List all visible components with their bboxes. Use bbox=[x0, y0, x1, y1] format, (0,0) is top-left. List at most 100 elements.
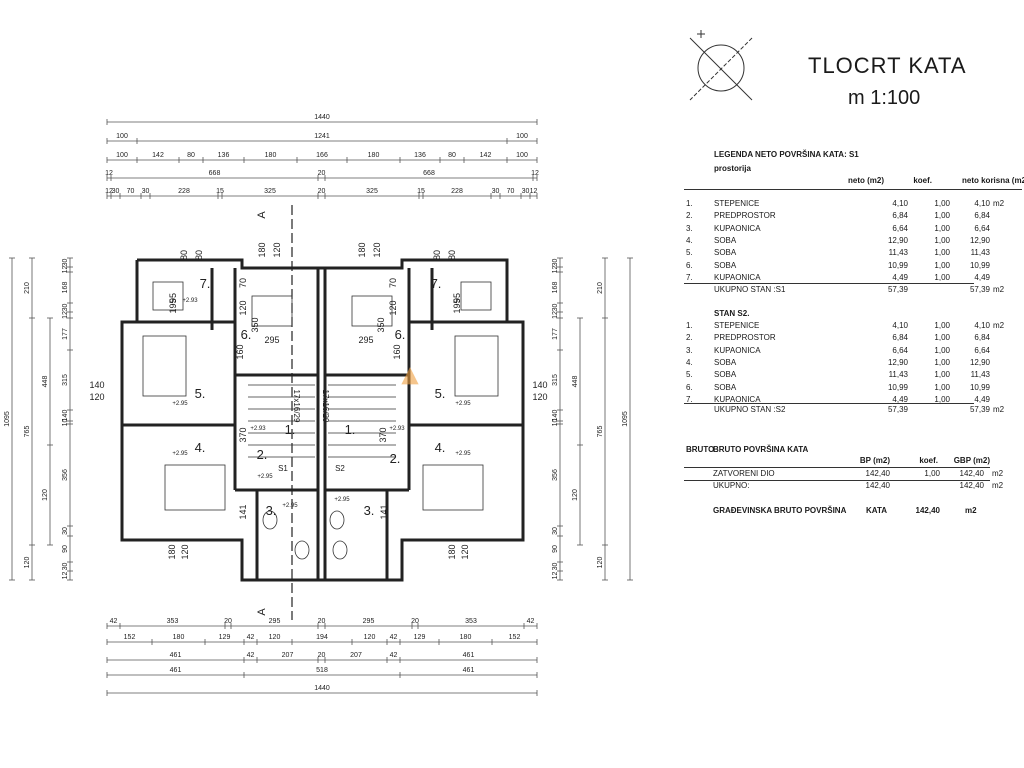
dim-side: 177 bbox=[552, 328, 559, 340]
s2-total-nk: 57,39 bbox=[969, 405, 990, 414]
dim-top: 325 bbox=[366, 188, 378, 195]
level-mark: +2.93 bbox=[182, 298, 198, 304]
room-neto: 6,84 bbox=[892, 211, 908, 221]
room-neto-korisna: 6,84 bbox=[974, 333, 990, 343]
dim-bottom: 20 bbox=[224, 618, 232, 625]
room-unit: m2 bbox=[993, 199, 1005, 208]
room-neto: 6,84 bbox=[892, 333, 908, 343]
dim-top: 180 bbox=[265, 152, 277, 159]
opening-dimension: 370 bbox=[238, 427, 248, 442]
dim-side: 448 bbox=[42, 376, 49, 388]
dim-top-total: 1440 bbox=[314, 114, 330, 121]
room-number-label: 1. bbox=[345, 422, 356, 437]
dim-top: 15 bbox=[216, 188, 224, 195]
room-number: 5. bbox=[686, 248, 693, 258]
dim-top: 30 bbox=[522, 188, 530, 195]
room-koef: 1,00 bbox=[934, 345, 950, 355]
gross-row-koef: 1,00 bbox=[924, 469, 940, 478]
dim-top: 80 bbox=[448, 152, 456, 159]
opening-dimension: 80 bbox=[194, 250, 204, 260]
room-neto: 4,49 bbox=[892, 394, 908, 404]
dim-side: 140 bbox=[62, 410, 69, 422]
room-number-label: 6. bbox=[395, 327, 406, 342]
unit-label: S1 bbox=[278, 464, 288, 473]
opening-dimension: 141 bbox=[238, 504, 248, 519]
dim-bottom: 461 bbox=[170, 667, 182, 674]
room-number-label: 4. bbox=[435, 440, 446, 455]
opening-dimension: 140 bbox=[89, 380, 104, 390]
gross-row-name: ZATVORENI DIO bbox=[713, 469, 775, 478]
room-koef: 1,00 bbox=[934, 382, 950, 392]
dim-side: 30 bbox=[62, 259, 69, 267]
dim-bottom: 42 bbox=[247, 634, 255, 641]
room-koef: 1,00 bbox=[934, 321, 950, 330]
s2-total-label: UKUPNO STAN :S2 bbox=[714, 405, 786, 414]
s1-total-nk: 57,39 bbox=[969, 285, 990, 294]
table-rule bbox=[684, 403, 974, 404]
dim-bottom: 120 bbox=[364, 634, 376, 641]
sanitary-fixture bbox=[332, 540, 348, 560]
room-neto-korisna: 11,43 bbox=[970, 248, 990, 258]
dim-top: 70 bbox=[507, 188, 515, 195]
dim-bottom: 353 bbox=[465, 618, 477, 625]
dim-bottom: 295 bbox=[269, 618, 281, 625]
dim-top: 12 bbox=[531, 170, 539, 177]
furniture-outline bbox=[251, 295, 293, 327]
level-mark: +2.93 bbox=[250, 426, 266, 432]
gross-heading: BRUTO POVRŠINA KATA bbox=[713, 445, 809, 454]
room-number: 1. bbox=[686, 199, 693, 208]
dim-bottom: 129 bbox=[414, 634, 426, 641]
opening-dimension: 80 bbox=[179, 250, 189, 260]
room-name: STEPENICE bbox=[714, 199, 760, 208]
dim-bottom: 461 bbox=[463, 652, 475, 659]
level-mark: +2.95 bbox=[172, 451, 188, 457]
dim-top: 30 bbox=[142, 188, 150, 195]
dim-side: 12 bbox=[62, 266, 69, 274]
level-mark: +2.95 bbox=[455, 401, 471, 407]
dim-top: 70 bbox=[127, 188, 135, 195]
watermark-logo-icon bbox=[401, 367, 419, 385]
building-gross-unit: m2 bbox=[965, 506, 977, 515]
gross-row-gbp: 142,40 bbox=[959, 481, 984, 490]
room-neto-korisna: 6,64 bbox=[974, 223, 990, 233]
opening-dimension: 195 bbox=[452, 298, 462, 313]
room-number-label: 7. bbox=[200, 276, 211, 291]
level-mark: +2.95 bbox=[257, 474, 273, 480]
dim-side: 30 bbox=[62, 563, 69, 571]
opening-dimension: 120 bbox=[388, 300, 398, 315]
dim-side: 30 bbox=[62, 304, 69, 312]
drawing-title: TLOCRT KATA bbox=[808, 53, 967, 78]
furniture-outline bbox=[164, 464, 226, 511]
room-name: KUPAONICA bbox=[714, 272, 761, 282]
dim-side: 177 bbox=[62, 328, 69, 340]
opening-dimension: 80 bbox=[432, 250, 442, 260]
dim-bottom-total: 1440 bbox=[314, 685, 330, 692]
dim-side: 168 bbox=[552, 282, 559, 294]
room-number: 6. bbox=[686, 382, 693, 392]
room-neto: 12,90 bbox=[887, 235, 908, 245]
building-gross-label: GRAĐEVINSKA BRUTO POVRŠINA bbox=[713, 506, 847, 515]
room-name: KUPAONICA bbox=[714, 394, 761, 404]
room-neto-korisna: 10,99 bbox=[969, 382, 990, 392]
room-number-label: 4. bbox=[195, 440, 206, 455]
room-neto: 6,64 bbox=[892, 223, 908, 233]
sanitary-fixture bbox=[262, 510, 278, 530]
sanitary-fixture bbox=[294, 540, 310, 560]
room-neto: 6,64 bbox=[892, 345, 908, 355]
dim-bottom: 461 bbox=[463, 667, 475, 674]
opening-dimension: 70 bbox=[238, 278, 248, 288]
dim-bottom: 152 bbox=[124, 634, 136, 641]
room-name: KUPAONICA bbox=[714, 223, 761, 233]
room-name: SOBA bbox=[714, 370, 737, 380]
furniture-outline bbox=[454, 335, 499, 397]
dim-side: 90 bbox=[552, 545, 559, 553]
room-neto: 4,49 bbox=[892, 272, 908, 282]
gross-row-unit: m2 bbox=[992, 469, 1004, 478]
room-unit: m2 bbox=[993, 321, 1005, 330]
building-gross-value: 142,40 bbox=[915, 506, 940, 515]
dim-top: 136 bbox=[414, 152, 426, 159]
section-mark-label: A bbox=[256, 608, 268, 616]
dim-side: 448 bbox=[572, 376, 579, 388]
dim-top: 100 bbox=[116, 152, 128, 159]
